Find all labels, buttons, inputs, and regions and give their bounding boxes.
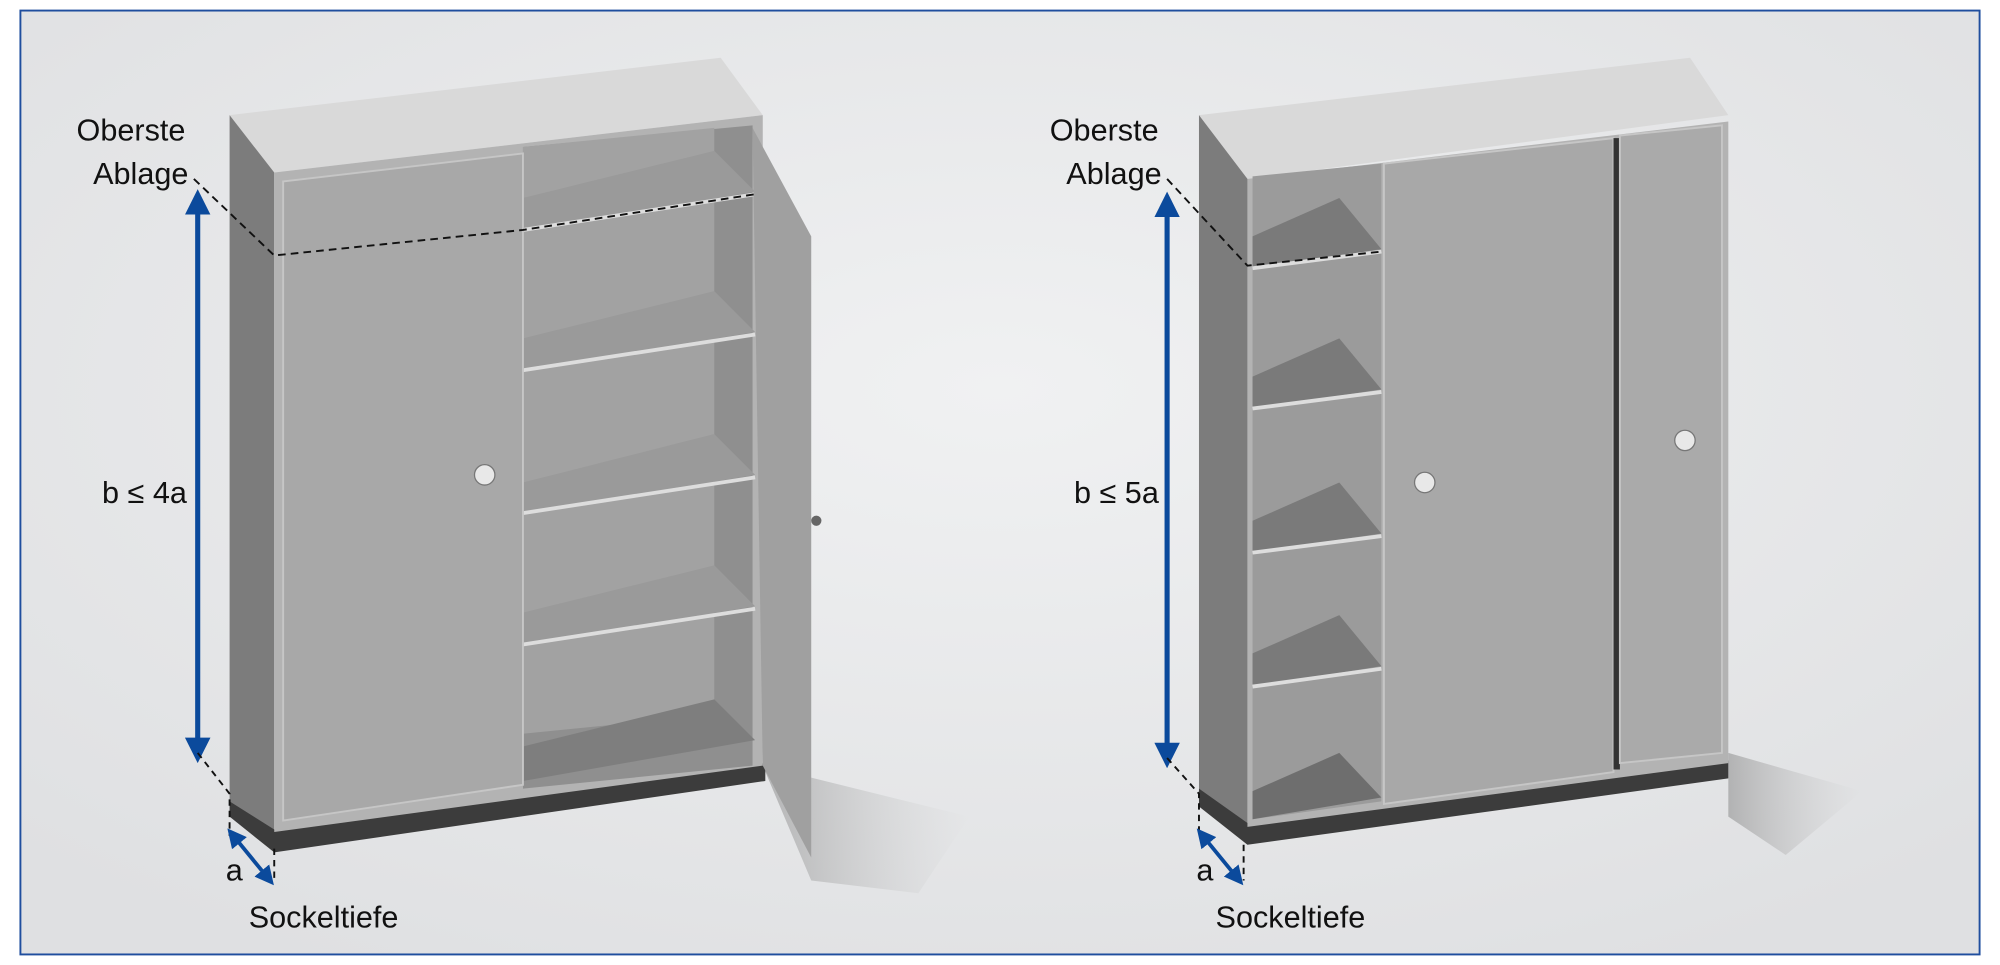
open-door (752, 127, 812, 858)
top-shelf-label-line2: Ablage (93, 157, 188, 191)
top-shelf-dashed-line (1166, 178, 1382, 267)
top-shelf-dashed-line (193, 178, 756, 257)
door-knob (1413, 471, 1436, 494)
depth-label: a (226, 853, 244, 887)
side-face (229, 115, 275, 853)
door-gap (1613, 138, 1620, 770)
height-rule-label: b ≤ 4a (102, 476, 188, 510)
top-shelf-label-line2: Ablage (1066, 157, 1161, 191)
door-knob (473, 464, 496, 486)
side-face (1198, 115, 1248, 845)
shelves (522, 150, 756, 781)
plinth-dashed-line (1166, 757, 1200, 836)
depth-label: a (1196, 853, 1214, 887)
top-shelf-label-line1: Oberste (77, 114, 186, 148)
depth-arrow (227, 828, 274, 886)
open-door-knob (811, 515, 822, 526)
plinth-depth-label: Sockeltiefe (1216, 901, 1366, 935)
column-shelves (1252, 198, 1382, 820)
right-cabinet (1198, 57, 1863, 855)
floor-shadow (762, 765, 970, 894)
plinth-depth-label: Sockeltiefe (249, 901, 399, 935)
right-sliding-door (1618, 124, 1723, 765)
left-annotations: Oberste Ablage b ≤ 4a a Sockeltiefe (77, 114, 756, 935)
floor-shadow (1728, 752, 1863, 855)
middle-sliding-door (1382, 137, 1615, 806)
depth-arrow (1196, 828, 1244, 886)
plinth (1198, 760, 1729, 845)
plinth (229, 763, 766, 853)
top-face (1198, 57, 1729, 179)
door-knob (1674, 429, 1696, 452)
plinth-dashed-line (196, 752, 231, 836)
top-face (229, 57, 763, 173)
right-annotations: Oberste Ablage b ≤ 5a a Sockeltiefe (1050, 114, 1382, 935)
height-rule-label: b ≤ 5a (1074, 476, 1160, 510)
left-cabinet (229, 57, 970, 894)
top-shelf-label-line1: Oberste (1050, 114, 1159, 148)
left-door (282, 152, 524, 822)
